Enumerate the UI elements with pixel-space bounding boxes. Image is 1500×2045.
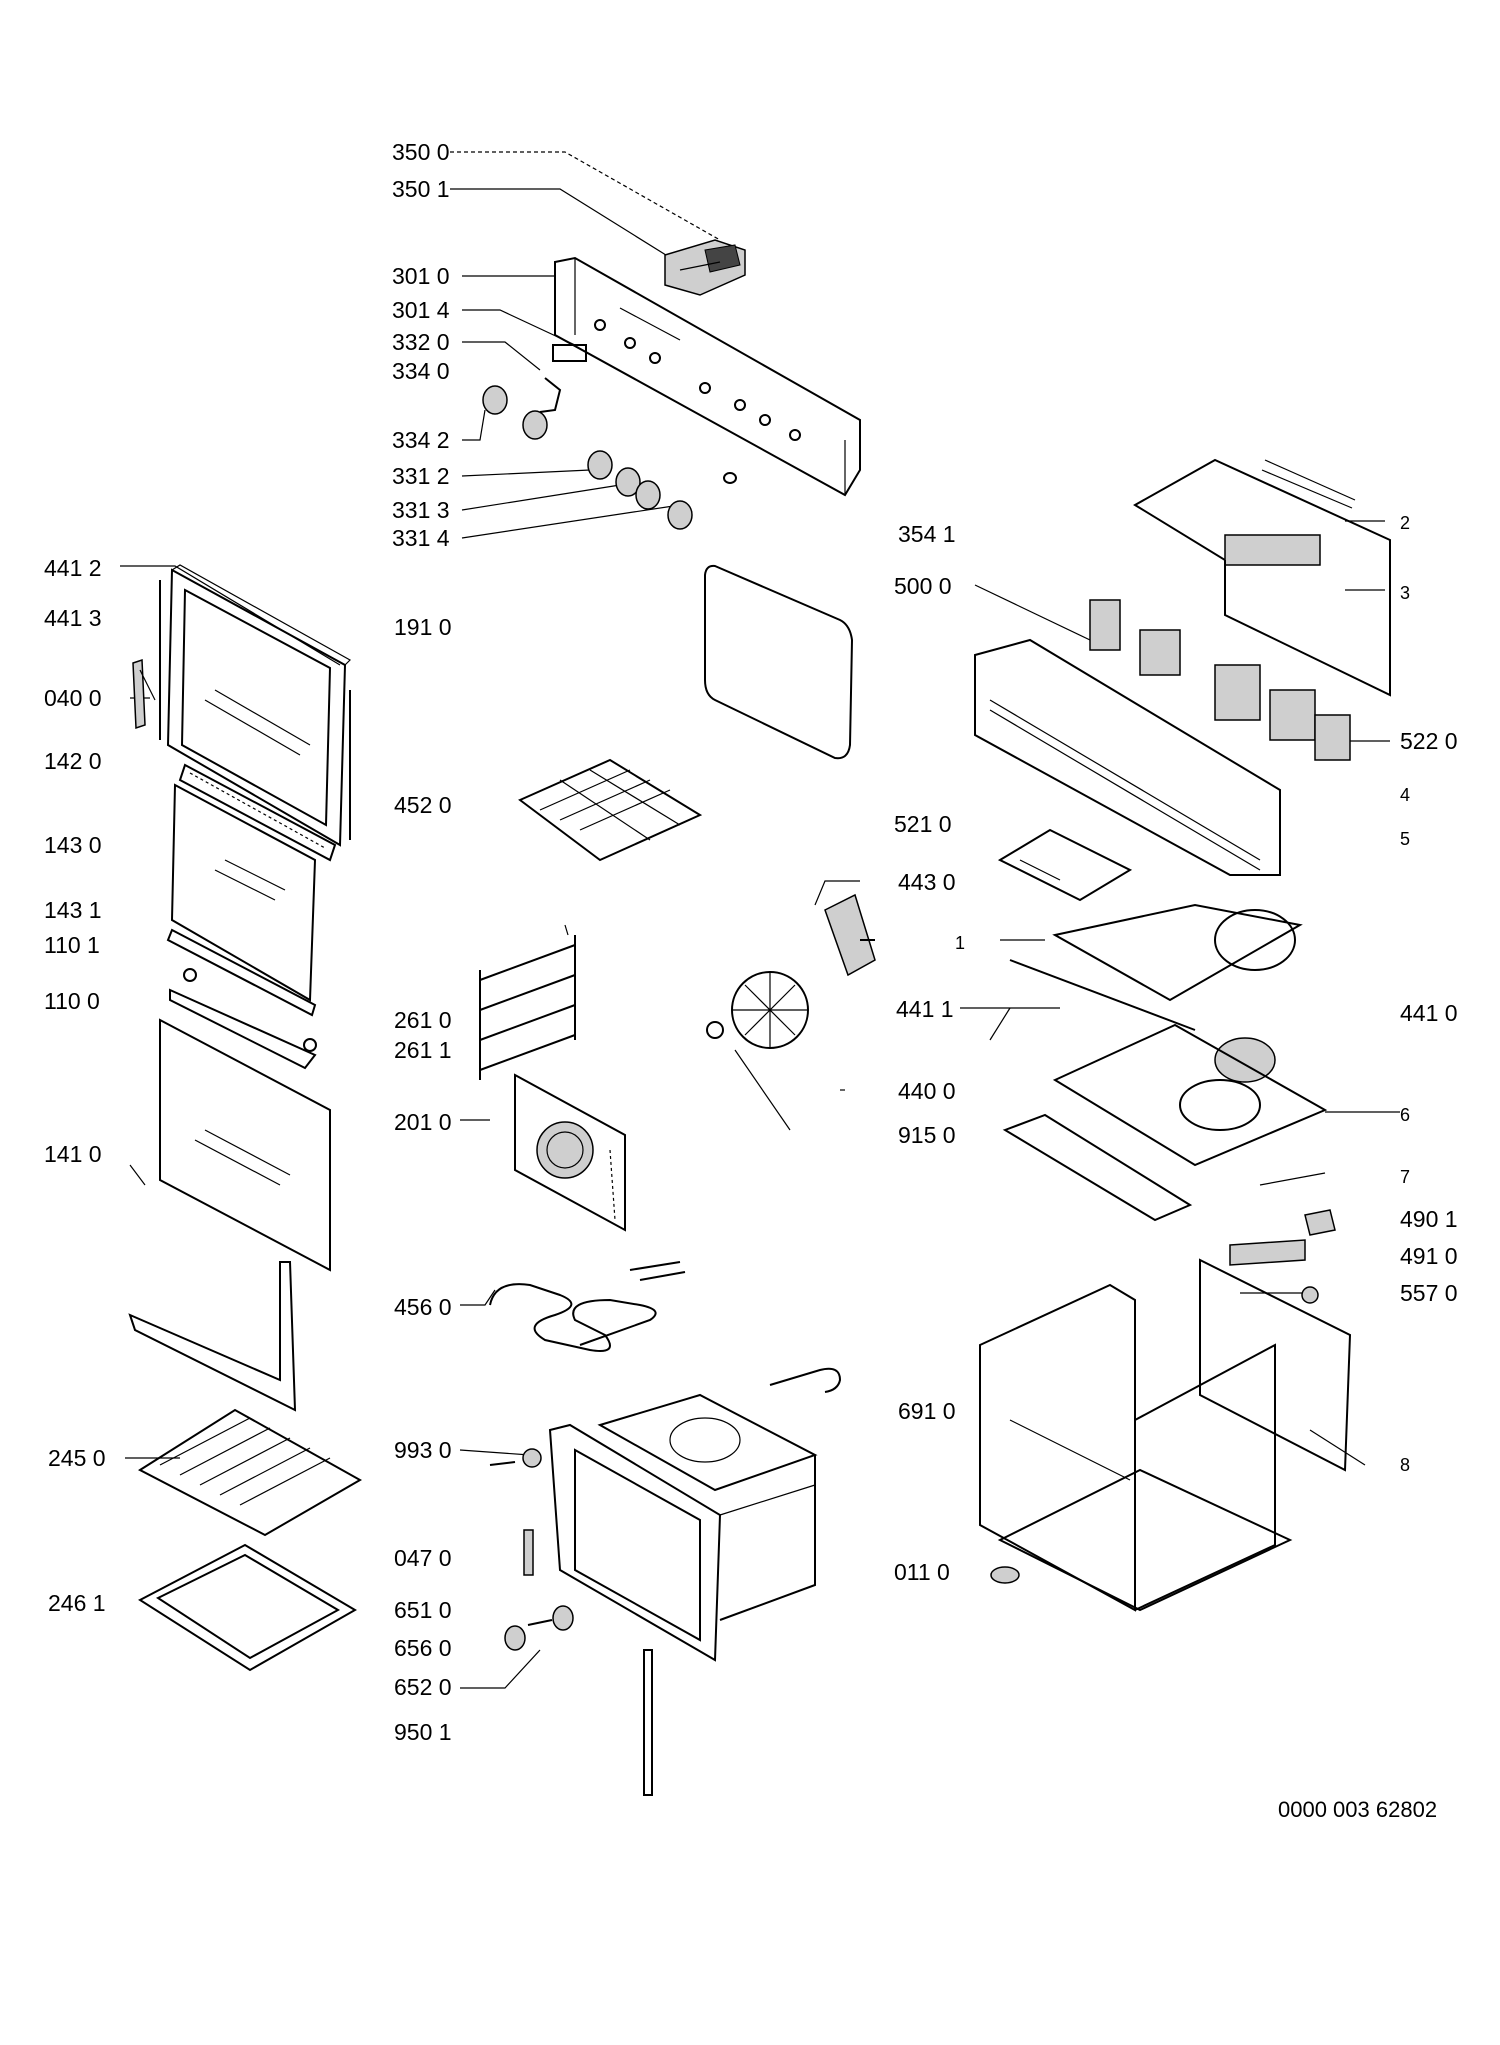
part-label: 443 0 — [898, 869, 956, 895]
part-label: 040 0 — [44, 685, 102, 711]
part-label: 993 0 — [394, 1437, 452, 1463]
part-label: 557 0 — [1400, 1280, 1458, 1306]
part-label: 350 1 — [392, 176, 450, 202]
part-label: 521 0 — [894, 811, 952, 837]
part-label: 491 0 — [1400, 1243, 1458, 1269]
part-label: 331 3 — [392, 497, 450, 523]
grid-shelf-452 — [518, 758, 703, 862]
knobs — [482, 377, 737, 530]
callout-number: 6 — [1400, 1105, 1411, 1125]
control-panel-301 — [554, 256, 861, 497]
part-label: 246 1 — [48, 1590, 106, 1616]
part-label: 950 1 — [394, 1719, 452, 1745]
part-label: 500 0 — [894, 573, 952, 599]
part-label: 456 0 — [394, 1294, 452, 1320]
part-label: 334 2 — [392, 427, 450, 453]
oven-cavity — [548, 1393, 818, 1662]
inner-frame — [128, 1261, 297, 1412]
part-label: 331 2 — [392, 463, 450, 489]
fan-motor-443 — [824, 893, 876, 977]
part-label: 245 0 — [48, 1445, 106, 1471]
part-label: 143 1 — [44, 897, 102, 923]
callout-number: 5 — [1400, 829, 1411, 849]
callout-number: 2 — [1400, 513, 1411, 533]
part-label: 047 0 — [394, 1545, 452, 1571]
door-strip-143 — [178, 763, 337, 862]
part-label: 522 0 — [1400, 728, 1458, 754]
heating-element-456 — [489, 1261, 686, 1352]
callout-number: 7 — [1400, 1167, 1411, 1187]
part-label: 261 1 — [394, 1037, 452, 1063]
oven-pan-246 — [138, 1543, 357, 1672]
part-label: 142 0 — [44, 748, 102, 774]
part-label: 490 1 — [1400, 1206, 1458, 1232]
outer-casing-691 — [979, 1258, 1352, 1612]
outer-door-glass-141 — [129, 1018, 331, 1272]
cover-plate-441 — [1009, 903, 1303, 1083]
part-label: 301 0 — [392, 263, 450, 289]
callout-number: 4 — [1400, 785, 1411, 805]
door-frame-441 — [159, 564, 351, 847]
part-label: 915 0 — [898, 1122, 956, 1148]
display-window-301-4 — [552, 344, 587, 362]
part-label: 441 0 — [1400, 1000, 1458, 1026]
part-label: 143 0 — [44, 832, 102, 858]
relay-board-500 — [974, 599, 1351, 876]
terminal-parts-490 — [1229, 1209, 1336, 1304]
part-label: 191 0 — [394, 614, 452, 640]
part-label: 261 0 — [394, 1007, 452, 1033]
part-label: 440 0 — [898, 1078, 956, 1104]
door-seal-191 — [704, 564, 854, 760]
part-label: 301 4 — [392, 297, 450, 323]
part-label: 691 0 — [898, 1398, 956, 1424]
part-label: 441 2 — [44, 555, 102, 581]
part-label: 441 3 — [44, 605, 102, 631]
part-label: 110 1 — [44, 932, 100, 958]
base-plate-915 — [1002, 1023, 1328, 1222]
side-rails-261 — [479, 924, 576, 1080]
hinge-047 — [523, 1529, 534, 1576]
part-label: 331 4 — [392, 525, 450, 551]
baking-tray-245 — [137, 1408, 363, 1537]
part-label: 656 0 — [394, 1635, 452, 1661]
part-label: 201 0 — [394, 1109, 452, 1135]
part-label: 452 0 — [394, 792, 452, 818]
part-label: 110 0 — [44, 988, 100, 1014]
part-label: 334 0 — [392, 358, 450, 384]
part-label: 652 0 — [394, 1674, 452, 1700]
spit-wire — [769, 1367, 842, 1393]
thermostat-651 — [504, 1605, 574, 1651]
part-label: 141 0 — [44, 1141, 102, 1167]
part-label: 332 0 — [392, 329, 450, 355]
part-label: 354 1 — [898, 521, 956, 547]
switch-part-350 — [664, 239, 746, 296]
door-glass-143 — [170, 783, 317, 1002]
part-label: 651 0 — [394, 1597, 452, 1623]
callout-number: 8 — [1400, 1455, 1411, 1475]
top-board-assembly — [1133, 458, 1391, 697]
door-profile-110 — [166, 928, 317, 1070]
seal-strip-950 — [643, 1649, 653, 1796]
bracket-521 — [997, 828, 1133, 902]
fan-cover-201 — [514, 1073, 626, 1232]
part-label: 350 0 — [392, 139, 450, 165]
callout-number: 1 — [955, 933, 966, 953]
fan-wheel-440 — [706, 971, 809, 1131]
document-code: 0000 003 62802 — [1278, 1797, 1438, 1822]
part-label: 441 1 — [896, 996, 954, 1022]
callout-number: 3 — [1400, 583, 1411, 603]
lamp-part-993 — [489, 1448, 542, 1468]
door-handle-040 — [132, 658, 156, 730]
part-label: 011 0 — [894, 1559, 950, 1585]
